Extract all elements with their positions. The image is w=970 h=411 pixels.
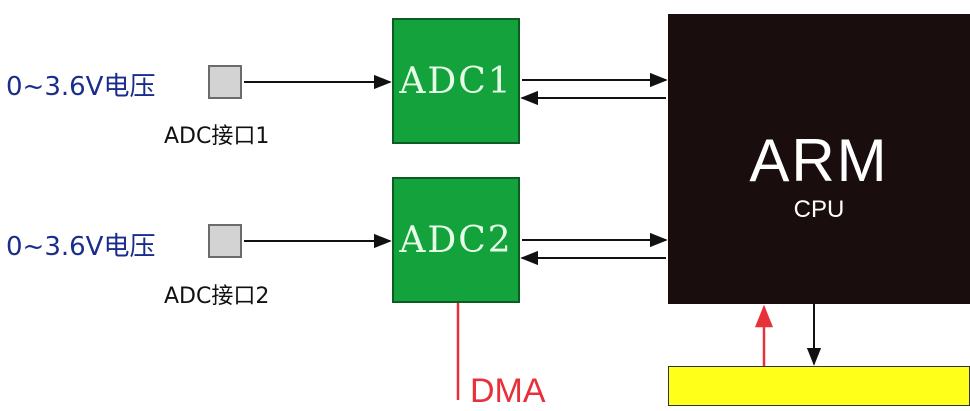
memory-block [668, 366, 970, 406]
adc-port-1-box [208, 65, 242, 99]
adc2-label: ADC2 [399, 219, 513, 261]
adc1-label: ADC1 [399, 60, 513, 102]
connector-layer [244, 72, 822, 400]
port-label-1: ADC接口1 [164, 124, 270, 149]
diagram-canvas: 0~3.6V电压 ADC接口1 0~3.6V电压 ADC接口2 ADC1 ADC… [6, 14, 970, 410]
cpu-title: ARM [749, 127, 889, 194]
cpu-subtitle: CPU [793, 196, 845, 223]
port-label-2: ADC接口2 [164, 284, 270, 309]
adc2-block: ADC2 [392, 177, 520, 303]
adc-port-2-box [208, 224, 242, 258]
arm-cpu-block: ARM CPU [668, 14, 970, 304]
voltage-label-1: 0~3.6V电压 [6, 72, 156, 102]
voltage-label-2: 0~3.6V电压 [6, 232, 156, 262]
adc1-block: ADC1 [392, 18, 520, 144]
